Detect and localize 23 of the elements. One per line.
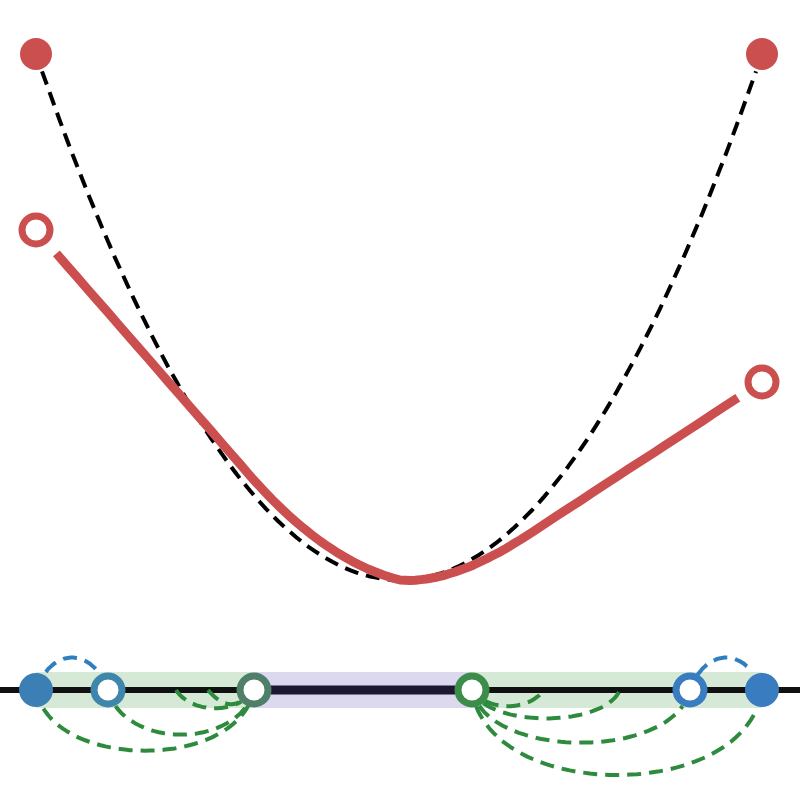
arc-connector: [206, 688, 243, 707]
filled-dot: [745, 673, 779, 707]
open-dot: [90, 672, 126, 708]
filled-dot: [19, 673, 53, 707]
open-dot: [18, 212, 54, 248]
arc-connector: [474, 705, 758, 777]
arc-connector: [482, 689, 622, 721]
open-dot: [454, 672, 490, 708]
arc-connector: [477, 704, 685, 745]
open-dot: [744, 364, 780, 400]
line-segment: [270, 685, 456, 695]
open-dot: [236, 672, 272, 708]
arc-connector: [695, 655, 754, 677]
arc-connector: [113, 704, 249, 737]
dashed-parabola: [40, 70, 758, 582]
arc-connector: [174, 688, 243, 711]
filled-dot: [746, 38, 778, 70]
arc-connector: [484, 688, 546, 709]
open-dot: [672, 672, 708, 708]
arc-connector: [44, 655, 103, 677]
filled-dot: [20, 38, 52, 70]
smooth-curve: [53, 250, 741, 585]
arc-connector: [41, 704, 251, 753]
